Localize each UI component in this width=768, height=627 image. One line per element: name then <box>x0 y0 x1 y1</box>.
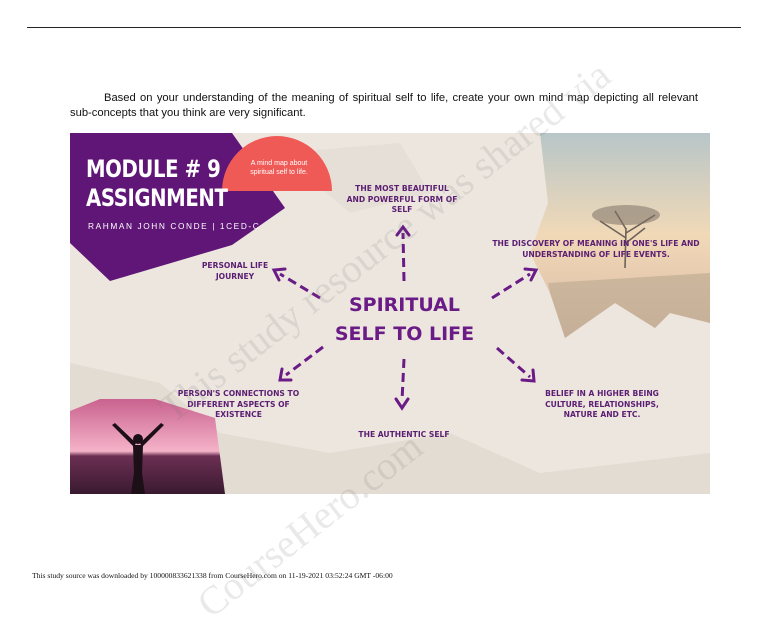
arrow-lower-left <box>285 345 324 377</box>
arrow-bottom <box>400 358 406 402</box>
person-silhouette-icon <box>112 423 164 494</box>
arrow-upper-left <box>279 272 321 300</box>
branch-label-upper-right: THE DISCOVERY OF MEANING IN ONE'S LIFE A… <box>492 239 700 259</box>
module-title-line1: MODULE # 9 <box>86 155 221 183</box>
module-title-line2: ASSIGNMENT <box>86 184 228 212</box>
header-rule <box>27 27 741 28</box>
badge-text: A mind map about spiritual self to life. <box>250 160 308 176</box>
mind-map-arrows <box>279 232 531 402</box>
branch-label-bottom: THE AUTHENTIC SELF <box>358 430 450 439</box>
download-footer: This study source was downloaded by 1000… <box>32 571 393 580</box>
branch-label-lower-right: BELIEF IN A HIGHER BEING CULTURE, RELATI… <box>545 389 659 419</box>
central-concept: SPIRITUAL SELF TO LIFE <box>322 291 487 349</box>
central-concept-line1: SPIRITUAL <box>349 294 460 316</box>
arrow-upper-right <box>491 272 531 300</box>
branch-label-upper-left: PERSONAL LIFE JOURNEY <box>201 261 269 281</box>
branch-label-top: THE MOST BEAUTIFUL AND POWERFUL FORM OF … <box>346 184 458 214</box>
branch-label-lower-left: PERSON'S CONNECTIONS TO DIFFERENT ASPECT… <box>177 389 300 419</box>
arrow-top <box>401 232 406 282</box>
arrowheads <box>271 224 539 411</box>
sunset-silhouette-photo <box>70 399 225 494</box>
author-line: RAHMAN JOHN CONDE | 1CED-C <box>88 221 261 231</box>
mind-map-poster: MODULE # 9 ASSIGNMENT RAHMAN JOHN CONDE … <box>70 133 710 494</box>
arrow-lower-right <box>496 346 531 379</box>
poster-background <box>70 133 710 494</box>
central-concept-line2: SELF TO LIFE <box>334 323 475 345</box>
assignment-prompt: Based on your understanding of the meani… <box>70 92 698 119</box>
badge-shape <box>222 136 332 191</box>
module-title: MODULE # 9 ASSIGNMENT <box>86 155 228 213</box>
